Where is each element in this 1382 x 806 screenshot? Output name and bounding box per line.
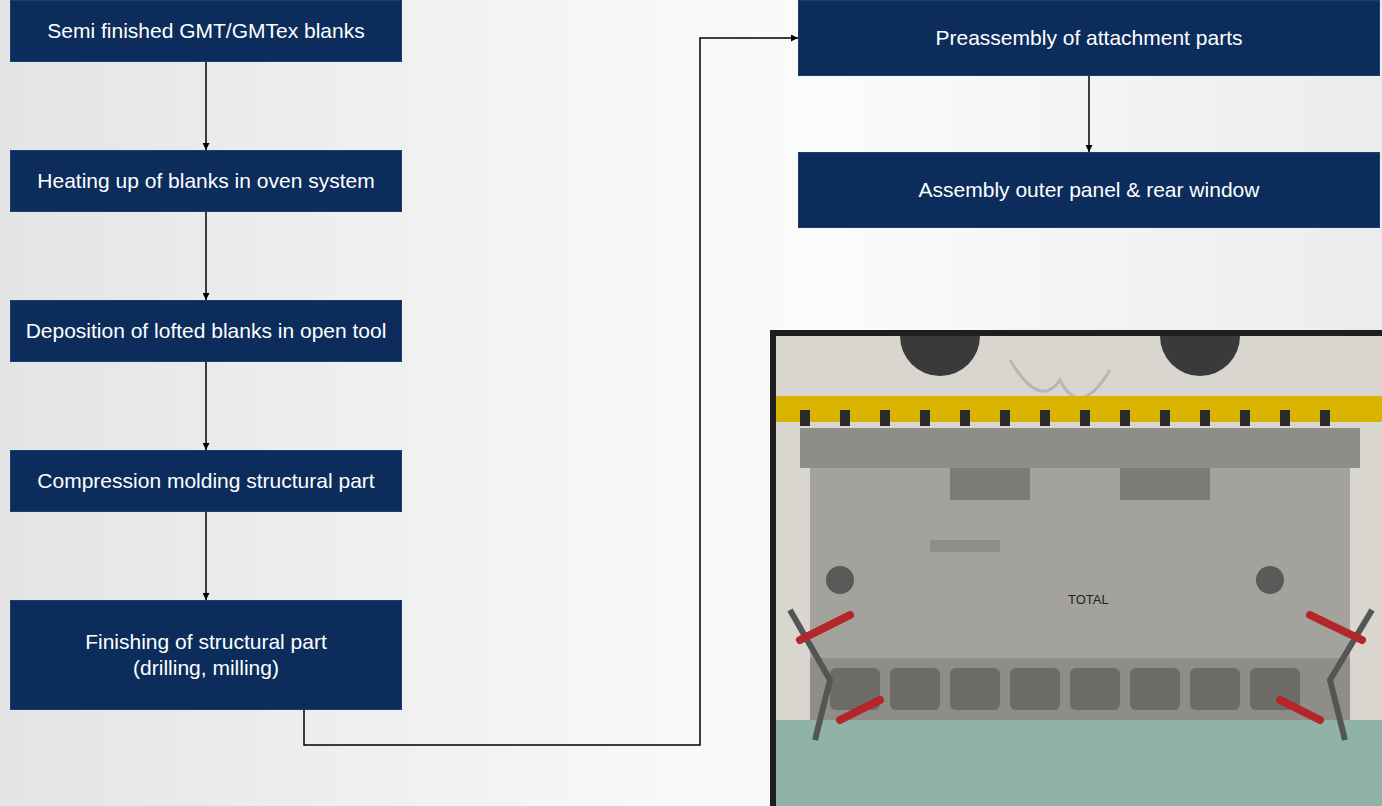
step-text: Compression molding structural part: [37, 468, 374, 494]
flow-arrow: [205, 62, 207, 150]
flow-arrow: [205, 362, 207, 450]
process-box: Semi finished GMT/GMTex blanks: [10, 0, 402, 62]
process-box: Assembly outer panel & rear window: [798, 152, 1380, 228]
process-box: Heating up of blanks in oven system: [10, 150, 402, 212]
flow-arrow: [205, 212, 207, 300]
step-text: Assembly outer panel & rear window: [919, 177, 1260, 203]
process-box: Deposition of lofted blanks in open tool: [10, 300, 402, 362]
press-illustration: [770, 330, 1382, 806]
process-box: Finishing of structural part (drilling, …: [10, 600, 402, 710]
step-text: Heating up of blanks in oven system: [37, 168, 374, 194]
step-text: Deposition of lofted blanks in open tool: [26, 318, 387, 344]
flow-arrow: [1088, 76, 1090, 152]
process-box: Preassembly of attachment parts: [798, 0, 1380, 76]
step-text: Finishing of structural part (drilling, …: [56, 629, 356, 682]
photo-text: TOTAL: [1068, 592, 1109, 607]
step-text: Semi finished GMT/GMTex blanks: [47, 18, 364, 44]
step-text: Preassembly of attachment parts: [936, 25, 1243, 51]
process-box: Compression molding structural part: [10, 450, 402, 512]
flow-arrow: [205, 512, 207, 600]
